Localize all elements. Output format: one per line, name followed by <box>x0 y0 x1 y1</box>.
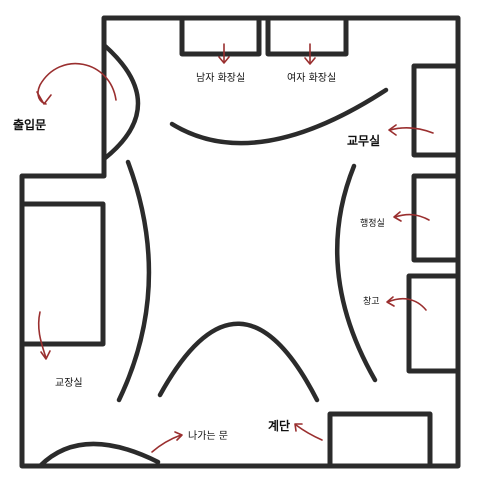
teachers-office-arrow <box>388 124 434 136</box>
entrance-door-swing <box>101 42 141 162</box>
principal-office-label: 교장실 <box>55 378 83 389</box>
left-partition-curve <box>116 159 152 403</box>
top-partition-curve <box>169 87 389 146</box>
admin-office-label: 행정실 <box>360 219 385 229</box>
mens-restroom-arrow <box>218 43 230 64</box>
womens-restroom-arrow <box>304 43 316 65</box>
exit-door-swing <box>37 441 161 469</box>
admin-office-room <box>411 173 461 263</box>
outer-wall <box>19 15 461 469</box>
teachers-office-label: 교무실 <box>347 134 381 148</box>
stairs-room <box>327 411 433 469</box>
principal-office-arrow <box>37 311 51 360</box>
storage-room <box>406 273 461 374</box>
right-partition-curve <box>335 163 378 383</box>
stairs-label: 계단 <box>268 419 291 433</box>
stairs-arrow <box>294 423 323 441</box>
bottom-partition-curve <box>157 321 320 403</box>
storage-label: 창고 <box>363 297 380 307</box>
mens-restroom-room <box>179 15 262 57</box>
entrance-arrow <box>36 62 117 105</box>
exit-door-arrow <box>151 431 183 453</box>
admin-office-arrow <box>393 211 430 222</box>
teachers-office-room <box>411 63 461 158</box>
storage-arrow <box>386 296 427 311</box>
womens-restroom-room <box>265 15 349 57</box>
principal-office-room <box>19 201 106 347</box>
exit-door-label: 나가는 문 <box>188 431 228 442</box>
entrance-label: 출입문 <box>13 118 47 132</box>
womens-restroom-label: 여자 화장실 <box>287 73 337 84</box>
mens-restroom-label: 남자 화장실 <box>196 73 246 84</box>
